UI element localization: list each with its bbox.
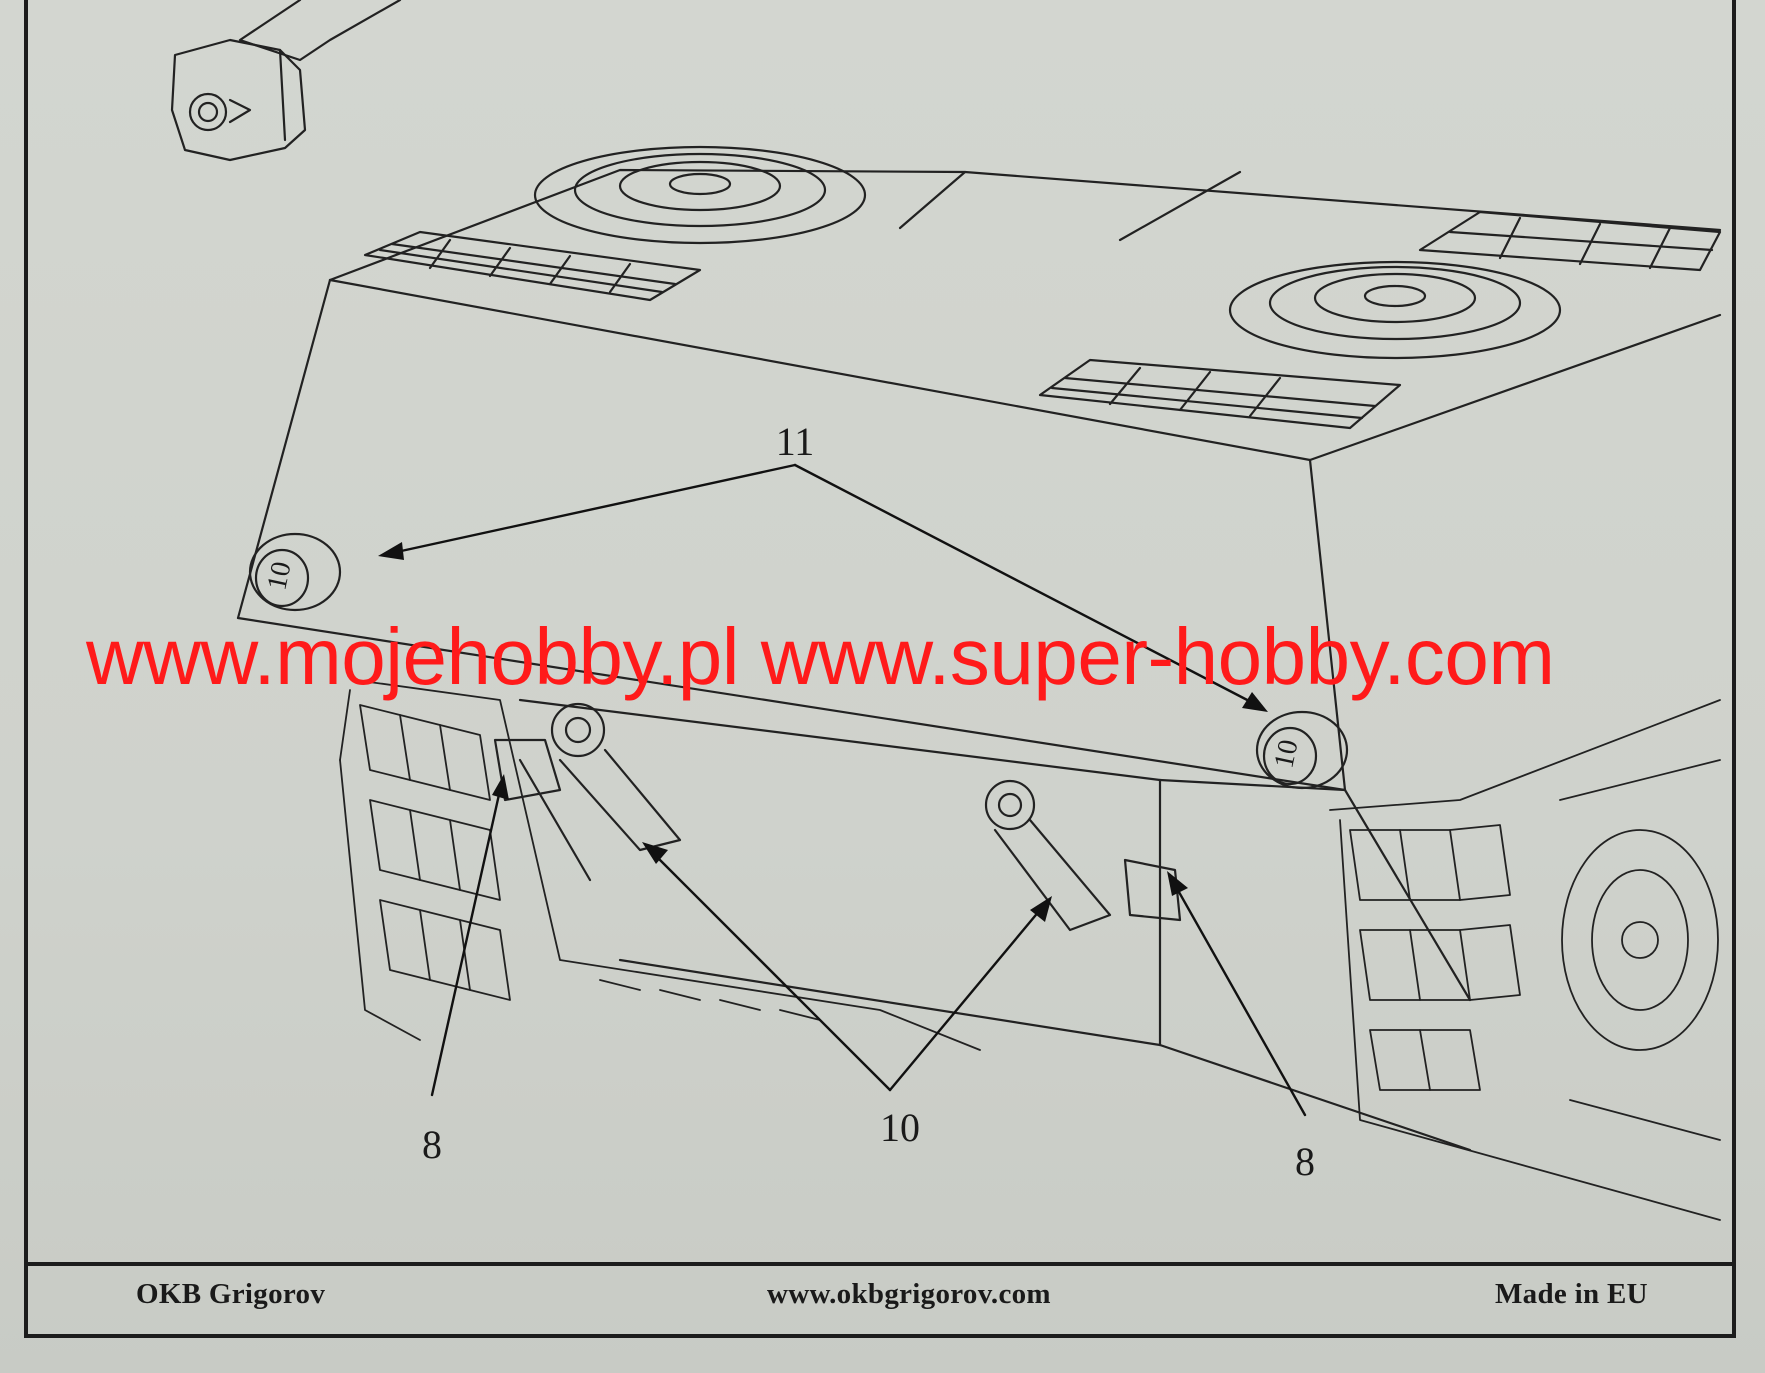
leader-lines [390,463,1307,1117]
cap-part-number-right: 10 [1268,736,1305,771]
track-left [339,679,981,1051]
footer-divider [24,1262,1736,1266]
exhaust-part-drawing [170,0,402,162]
exhaust-pipe-left [518,702,682,882]
footer-origin: Made in EU [1495,1278,1648,1310]
hull-lower-plate [518,698,1472,1152]
footer-brand: OKB Grigorov [136,1278,326,1310]
engine-grille-right [1038,358,1402,430]
hull-upper-plate [236,168,1722,792]
callout-label-8-right: 8 [1295,1139,1315,1184]
track-right [1329,699,1721,1221]
watermark-text: www.mojehobby.pl www.super-hobby.com [86,612,1555,701]
engine-grille-left [363,230,702,302]
engine-grille-far-right [1418,210,1722,272]
cap-part-number-left: 10 [261,558,298,593]
exhaust-pipe-right [984,779,1112,932]
rear-cap-left [248,532,342,612]
callout-label-8-left: 8 [422,1122,442,1167]
callout-label-10: 10 [880,1105,920,1150]
engine-fan-left [533,145,867,245]
engine-fan-right [1228,260,1562,360]
tow-bracket-right [1123,858,1182,922]
page-border [24,0,1736,1338]
arrowheads [378,542,1268,922]
footer-website: www.okbgrigorov.com [767,1278,1051,1310]
callout-label-11: 11 [775,419,815,464]
